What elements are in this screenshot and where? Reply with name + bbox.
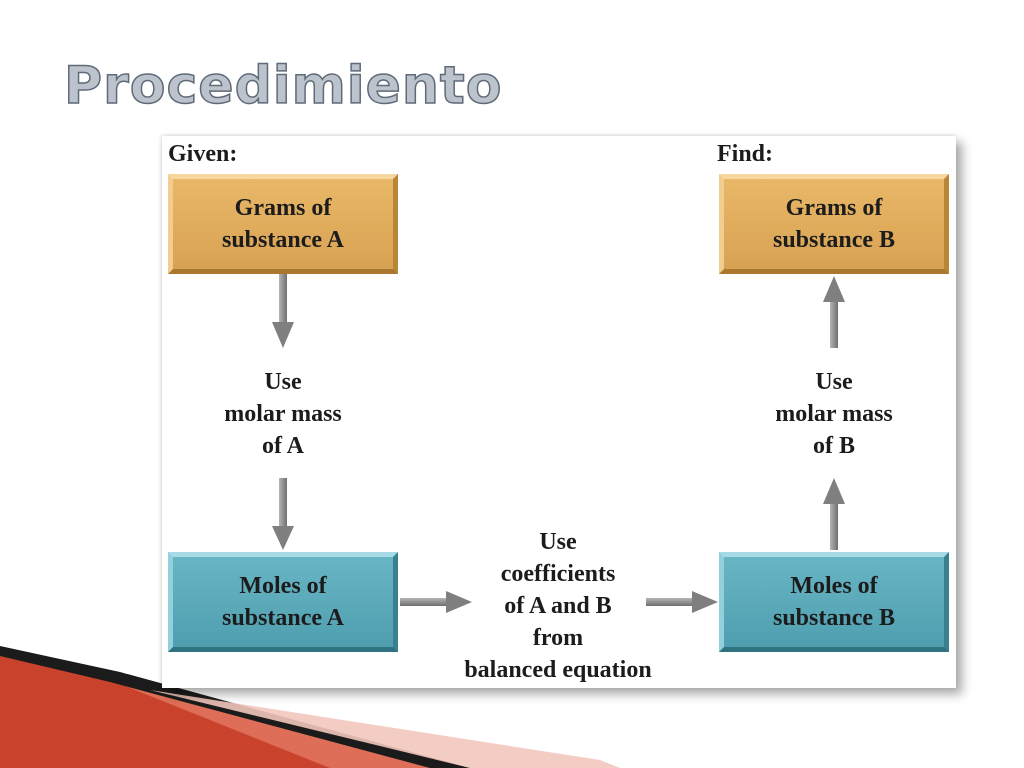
find-label: Find:: [717, 141, 774, 167]
step-molar-a-line1: Use: [264, 369, 302, 395]
moles-substance-b-box: Moles of substance B: [719, 552, 949, 652]
step-coeff-line3: of A and B: [504, 593, 612, 619]
step-coeff-line1: Use: [539, 529, 577, 555]
moles-b-line2: substance B: [772, 605, 896, 631]
step-molar-a-line2: molar mass: [224, 401, 342, 427]
step-coeff-line4: from: [532, 625, 584, 651]
stoichiometry-diagram: Given: Find: Grams of substance A Grams …: [162, 136, 956, 688]
grams-b-line2: substance B: [772, 227, 896, 253]
arrow-up-moles-b: [823, 478, 845, 550]
flow-arrows: [272, 274, 845, 613]
arrow-right-moles-b: [646, 591, 718, 613]
arrow-right-moles-a: [400, 591, 472, 613]
step-coeff-line5: balanced equation: [464, 657, 652, 683]
moles-a-line2: substance A: [221, 605, 345, 631]
grams-a-line1: Grams of: [234, 195, 332, 221]
step-molar-b-line2: molar mass: [775, 401, 893, 427]
grams-substance-a-box: Grams of substance A: [168, 174, 398, 274]
given-label: Given:: [168, 141, 238, 167]
moles-substance-a-box: Moles of substance A: [168, 552, 398, 652]
step-coeff-line2: coefficients: [500, 561, 616, 587]
step-molar-b-line3: of B: [813, 433, 855, 459]
grams-substance-b-box: Grams of substance B: [719, 174, 949, 274]
step-molar-mass-a: Use molar mass of A: [183, 366, 383, 462]
arrow-down-moles-a: [272, 478, 294, 550]
step-coefficients: Use coefficients of A and B from balance…: [428, 526, 688, 686]
slide-title: Procedimiento: [63, 55, 503, 117]
step-molar-a-line3: of A: [262, 433, 304, 459]
arrow-up-grams-b: [823, 276, 845, 348]
grams-a-line2: substance A: [221, 227, 345, 253]
step-molar-mass-b: Use molar mass of B: [734, 366, 934, 462]
step-molar-b-line1: Use: [815, 369, 853, 395]
arrow-down-grams-a: [272, 274, 294, 348]
moles-b-line1: Moles of: [790, 573, 878, 599]
moles-a-line1: Moles of: [239, 573, 327, 599]
grams-b-line1: Grams of: [785, 195, 883, 221]
